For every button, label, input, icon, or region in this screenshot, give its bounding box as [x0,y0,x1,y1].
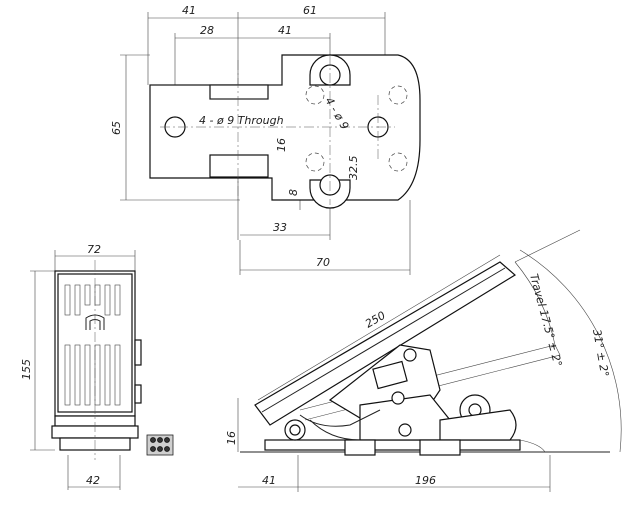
dim-8: 8 [287,189,300,196]
dim-41-top: 41 [182,4,196,17]
dim-61: 61 [303,4,317,17]
dim-33: 33 [273,221,287,234]
dim-250: 250 [363,309,388,331]
dim-16-side: 16 [225,431,238,445]
dim-65: 65 [110,121,123,135]
dim-32-5: 32.5 [347,156,360,181]
dim-16: 16 [275,138,288,152]
total-angle: 31° ± 2° [590,328,611,378]
dim-70: 70 [316,256,330,269]
dim-41-inner: 41 [278,24,292,37]
side-view: 250 Travel 17.5° ± 2° 31° ± 2° 16 41 196 [225,229,622,492]
dim-42: 42 [86,474,100,487]
dim-41-side: 41 [262,474,276,487]
dim-196: 196 [415,474,436,487]
dim-28: 28 [200,24,214,37]
dim-155: 155 [20,359,33,380]
hole-note: 4 - ø 9 Through [199,114,284,127]
front-view: 72 155 42 [20,243,174,490]
travel-angle: Travel 17.5° ± 2° [527,272,564,368]
dim-72: 72 [87,243,101,256]
top-view: 41 61 28 41 65 4 - ø 9 Through 4 - ø 9 1… [110,4,421,275]
